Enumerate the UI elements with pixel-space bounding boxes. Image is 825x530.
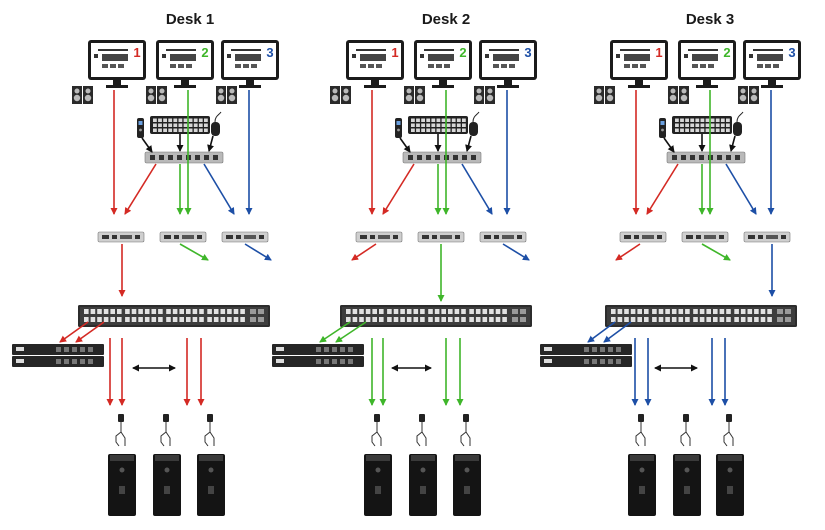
desk-title: Desk 1 [166,11,214,28]
kvm-extender-unit-icon [743,231,791,243]
signal-arrow-red [59,321,89,343]
transmitter-unit-icon [12,356,104,367]
kvm-extender-unit-icon [417,231,465,243]
peripheral-arrow [729,135,736,152]
kvm-console-unit-icon [402,151,482,164]
computer-tower-icon [409,414,437,516]
monitor-number: 2 [723,45,730,60]
kvm-extender-unit-icon [355,231,403,243]
speaker-icon [216,86,237,104]
signal-arrow-blue [461,163,493,215]
monitor-number: 1 [391,45,398,60]
desk-title: Desk 3 [686,11,734,28]
monitor-number: 2 [201,45,208,60]
monitor-icon: 1 [88,40,146,88]
transmitter-unit-icon [540,344,632,355]
mouse-icon [733,111,744,136]
transmitter-unit-icon [540,356,632,367]
desk-1: Desk 1 [166,11,214,28]
kvm-console-unit-icon [666,151,746,164]
speaker-icon [474,86,495,104]
computer-tower-icon [197,414,225,516]
signal-arrow-blue [725,163,757,215]
signal-arrow-green [701,243,731,261]
speaker-icon [330,86,351,104]
speaker-icon [72,86,93,104]
computer-tower-icon [628,414,656,516]
monitor-icon: 2 [156,40,214,88]
kvm-extender-unit-icon [479,231,527,243]
signal-arrow-green [335,321,367,343]
signal-arrow-blue [603,321,632,343]
computer-tower-icon [108,414,136,516]
network-switch-icon [340,305,532,327]
monitor-icon: 3 [221,40,279,88]
network-switch-icon [605,305,797,327]
remote-icon [659,118,666,138]
signal-arrow-green [179,243,209,261]
monitor-icon: 3 [743,40,801,88]
monitor-number: 1 [133,45,140,60]
desk-title: Desk 2 [422,11,470,28]
remote-icon [137,118,144,138]
keyboard-icon [408,116,468,134]
kvm-console-unit-icon [144,151,224,164]
kvm-extender-unit-icon [221,231,269,243]
computer-tower-icon [364,414,392,516]
signal-arrow-blue [244,243,272,261]
network-switch-icon [78,305,270,327]
peripheral-arrow [141,137,153,153]
mouse-icon [469,111,480,136]
computer-tower-icon [716,414,744,516]
computer-tower-icon [673,414,701,516]
monitor-icon: 3 [479,40,537,88]
desk-2: Desk 2 [422,11,470,28]
computer-tower-icon [453,414,481,516]
signal-arrow-blue [587,321,616,343]
peripheral-arrow [663,137,675,153]
monitor-icon: 1 [610,40,668,88]
kvm-extender-unit-icon [619,231,667,243]
transmitter-unit-icon [12,344,104,355]
monitor-icon: 1 [346,40,404,88]
monitor-icon: 2 [678,40,736,88]
peripheral-arrow [207,135,214,152]
transmitter-unit-icon [272,356,364,367]
keyboard-icon [672,116,732,134]
kvm-extender-unit-icon [681,231,729,243]
speaker-icon [404,86,425,104]
monitor-number: 3 [524,45,531,60]
monitor-number: 3 [266,45,273,60]
kvm-extender-unit-icon [97,231,145,243]
desk-3: Desk 3 [686,11,734,28]
computer-tower-icon [153,414,181,516]
signal-arrow-green [319,321,351,343]
keyboard-icon [150,116,210,134]
signal-arrow-red [646,163,679,215]
signal-arrow-blue [203,163,235,215]
transmitter-unit-icon [272,344,364,355]
mouse-icon [211,111,222,136]
kvm-extender-unit-icon [159,231,207,243]
signal-arrow-red [124,163,157,215]
signal-arrow-blue [502,243,530,261]
monitor-icon: 2 [414,40,472,88]
peripheral-arrow [465,135,472,152]
speaker-icon [146,86,167,104]
signal-arrow-red [615,243,641,261]
monitor-number: 3 [788,45,795,60]
speaker-icon [668,86,689,104]
peripheral-arrow [399,137,411,153]
speaker-icon [594,86,615,104]
signal-arrow-red [75,321,105,343]
signal-arrow-red [351,243,377,261]
monitor-number: 1 [655,45,662,60]
speaker-icon [738,86,759,104]
monitor-number: 2 [459,45,466,60]
remote-icon [395,118,402,138]
signal-arrow-red [382,163,415,215]
